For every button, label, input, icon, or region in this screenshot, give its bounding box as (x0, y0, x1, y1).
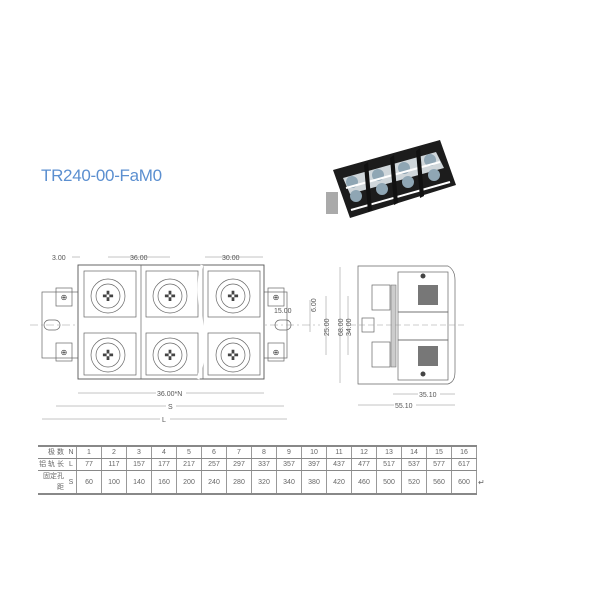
table-cell: 100 (101, 470, 127, 495)
svg-text:⊕: ⊕ (273, 293, 280, 302)
table-cell: 520 (401, 470, 427, 495)
dim-rail-length: L (162, 417, 166, 424)
table-cell: 140 (126, 470, 152, 495)
table-cell: 337 (251, 458, 277, 471)
table-cell: 3 (126, 445, 152, 459)
table-cell: 15 (426, 445, 452, 459)
table-cell: 537 (401, 458, 427, 471)
table-cell: 10 (301, 445, 327, 459)
svg-text:✜: ✜ (164, 288, 176, 304)
dim-edge: 3.00 (52, 255, 66, 262)
row-symbol: L (66, 458, 77, 471)
svg-text:⊕: ⊕ (61, 348, 68, 357)
svg-text:✜: ✜ (227, 288, 239, 304)
svg-text:✜: ✜ (102, 347, 114, 363)
table-cell: 177 (151, 458, 177, 471)
table-cell: 4 (151, 445, 177, 459)
table-cell: 9 (276, 445, 302, 459)
table-cell: 200 (176, 470, 202, 495)
table-cell: 600 (451, 470, 477, 495)
table-cell: 437 (326, 458, 352, 471)
table-cell: 477 (351, 458, 377, 471)
row-label: 固定孔距 (38, 470, 66, 495)
table-cell: 160 (151, 470, 177, 495)
svg-text:⊕: ⊕ (273, 348, 280, 357)
dim-hole-spacing: S (168, 404, 173, 411)
svg-text:✜: ✜ (102, 288, 114, 304)
row-label: 铝 轨 长 (38, 458, 66, 471)
dim-depth: 55.10 (395, 403, 413, 410)
dim-body: 36.00*N (157, 391, 182, 398)
table-cell: 217 (176, 458, 202, 471)
table-cell: 6 (201, 445, 227, 459)
table-cell: 12 (351, 445, 377, 459)
dim-c: 35.10 (419, 392, 437, 399)
dim-a: 25.00 (324, 318, 331, 336)
table-cell: 60 (76, 470, 102, 495)
table-cell: 297 (226, 458, 252, 471)
table-cell: 117 (101, 458, 127, 471)
table-cell: 340 (276, 470, 302, 495)
table-cell: 14 (401, 445, 427, 459)
side-view: 25.00 68.00 34.00 35.10 55.10 (324, 265, 465, 410)
table-cell: 13 (376, 445, 402, 459)
dim-width: 30.00 (222, 255, 240, 262)
dim-pitch: 36.00 (130, 255, 148, 262)
table-cell: 357 (276, 458, 302, 471)
table-cell: 5 (176, 445, 202, 459)
table-cell: 7 (226, 445, 252, 459)
svg-text:✜: ✜ (227, 347, 239, 363)
dim-offset: 6.00 (311, 298, 318, 312)
row-symbol: S (66, 470, 77, 495)
dim-b: 34.00 (346, 318, 353, 336)
table-cell: 577 (426, 458, 452, 471)
table-cell: 11 (326, 445, 352, 459)
table-cell: 2 (101, 445, 127, 459)
table-cell: 617 (451, 458, 477, 471)
table-cell: 8 (251, 445, 277, 459)
dim-height: 68.00 (338, 318, 345, 336)
table-cell: 157 (126, 458, 152, 471)
front-view: 3.00 36.00 30.00 ⊕⊕⊕⊕ ✜✜✜✜✜✜ 6.00 15.00 … (30, 255, 320, 424)
table-cell: 420 (326, 470, 352, 495)
table-cell: 320 (251, 470, 277, 495)
row-label: 极 数 (38, 445, 66, 459)
table-cell: 397 (301, 458, 327, 471)
table-cell: 16 (451, 445, 477, 459)
return-mark: ↵ (478, 478, 485, 487)
table-cell: 380 (301, 470, 327, 495)
table-cell: 560 (426, 470, 452, 495)
table-cell: 77 (76, 458, 102, 471)
table-cell: 1 (76, 445, 102, 459)
table-cell: 460 (351, 470, 377, 495)
table-cell: 280 (226, 470, 252, 495)
row-symbol: N (66, 445, 77, 459)
svg-text:✜: ✜ (164, 347, 176, 363)
dim-ear: 15.00 (274, 308, 292, 315)
product-title: TR240-00-FaM0 (41, 166, 162, 185)
table-cell: 517 (376, 458, 402, 471)
table-cell: 500 (376, 470, 402, 495)
table-cell: 240 (201, 470, 227, 495)
table-cell: 257 (201, 458, 227, 471)
product-photo (326, 140, 456, 218)
svg-text:⊕: ⊕ (61, 293, 68, 302)
